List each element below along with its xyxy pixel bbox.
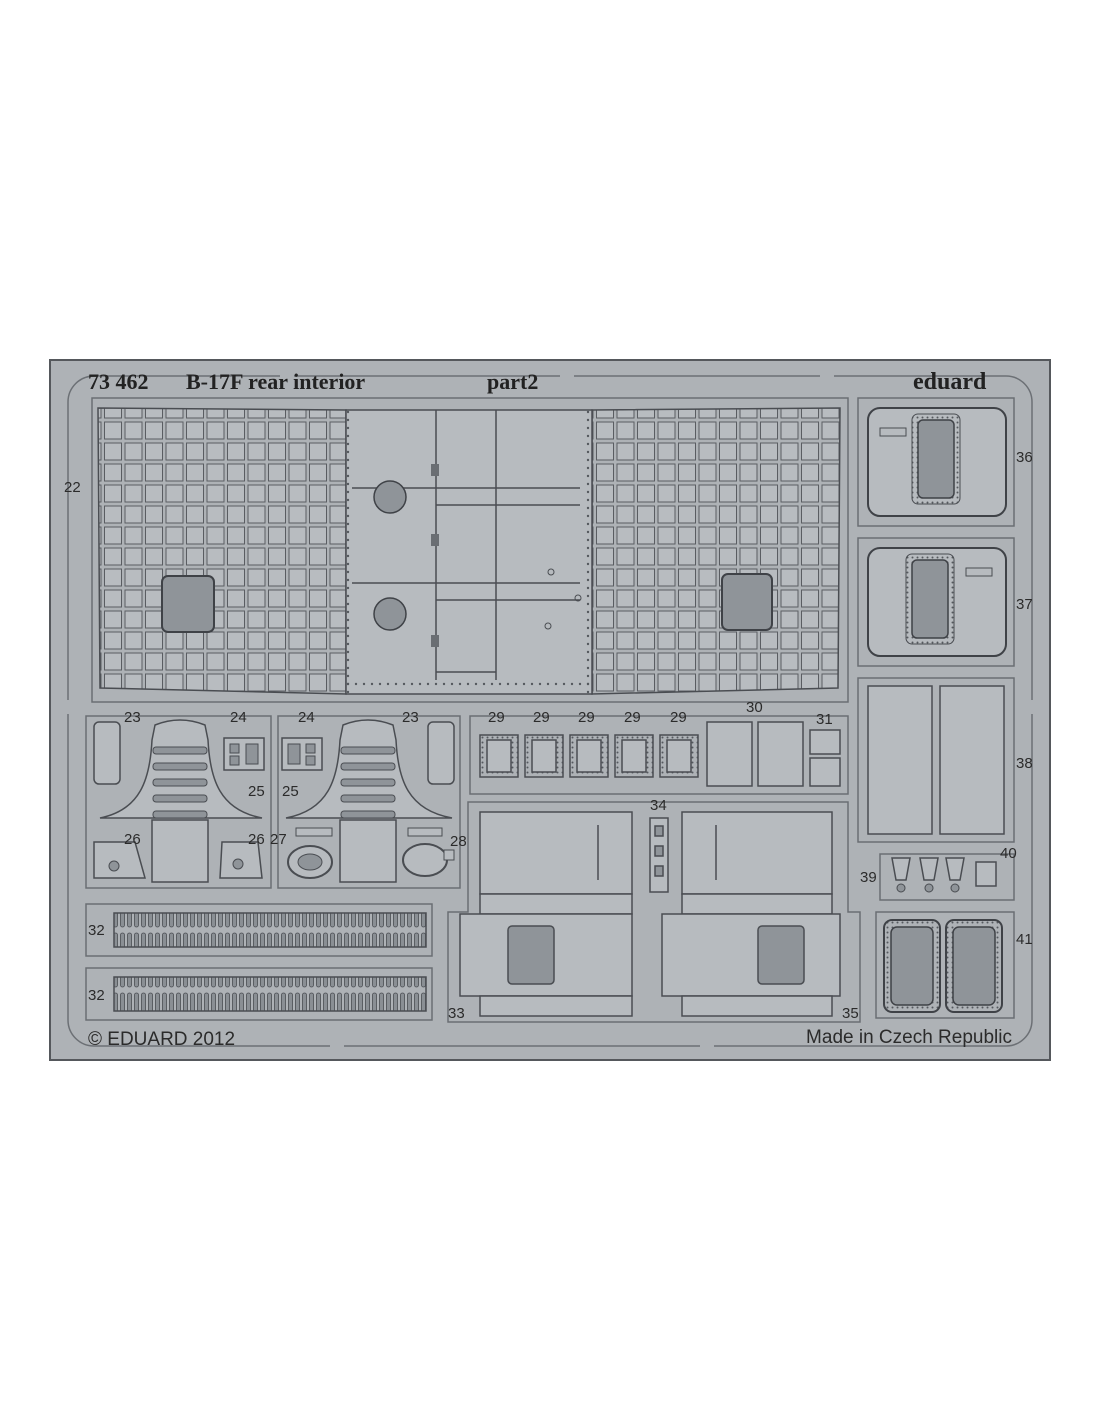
part-label-24b: 24 — [298, 709, 315, 726]
part-label-30: 30 — [746, 699, 763, 716]
part-label-32a: 32 — [88, 922, 105, 939]
part-label-27: 27 — [270, 831, 287, 848]
part-label-26a: 26 — [124, 831, 141, 848]
part-label-22: 22 — [64, 479, 81, 496]
part-label-29a: 29 — [488, 709, 505, 726]
parts-32-strips — [85, 903, 433, 1021]
frame-sprue-breaks — [60, 370, 1040, 1052]
part-label-28: 28 — [450, 833, 467, 850]
copyright-text: © EDUARD 2012 — [88, 1029, 235, 1050]
part-label-29b: 29 — [533, 709, 550, 726]
seat-group-left — [85, 715, 272, 889]
part-label-29d: 29 — [624, 709, 641, 726]
part-label-37: 37 — [1016, 596, 1033, 613]
part-label-32b: 32 — [88, 987, 105, 1004]
part-label-23a: 23 — [124, 709, 141, 726]
part-label-26b: 26 — [248, 831, 265, 848]
part-label-23b: 23 — [402, 709, 419, 726]
sheet-title: B-17F rear interior — [186, 369, 365, 394]
catalog-number: 73 462 — [88, 369, 149, 394]
part-label-29e: 29 — [670, 709, 687, 726]
part-label-31: 31 — [816, 711, 833, 728]
origin-text: Made in Czech Republic — [806, 1027, 1012, 1048]
part-number-labels: 22 23 24 25 26 26 24 23 25 27 28 29 29 2… — [64, 449, 1033, 1022]
part-41-windows — [875, 911, 1015, 1019]
part-38-panels — [857, 677, 1015, 843]
part-label-35: 35 — [842, 1005, 859, 1022]
sheet-part: part2 — [487, 369, 538, 394]
parts-33-35 — [447, 801, 861, 1023]
part-label-24a: 24 — [230, 709, 247, 726]
part-22-floor — [91, 397, 849, 703]
part-label-34: 34 — [650, 797, 667, 814]
parts-36-37-hatches — [857, 397, 1015, 667]
part-label-25a: 25 — [248, 783, 265, 800]
part-label-29c: 29 — [578, 709, 595, 726]
part-label-36: 36 — [1016, 449, 1033, 466]
brand-logo: eduard — [913, 369, 987, 395]
part-label-41: 41 — [1016, 931, 1033, 948]
part-label-40: 40 — [1000, 845, 1017, 862]
part-label-33: 33 — [448, 1005, 465, 1022]
parts-29-31 — [469, 715, 849, 795]
part-label-38: 38 — [1016, 755, 1033, 772]
part-label-39: 39 — [860, 869, 877, 886]
parts-39-40 — [879, 853, 1015, 901]
seat-group-right — [277, 715, 461, 889]
part-label-25b: 25 — [282, 783, 299, 800]
